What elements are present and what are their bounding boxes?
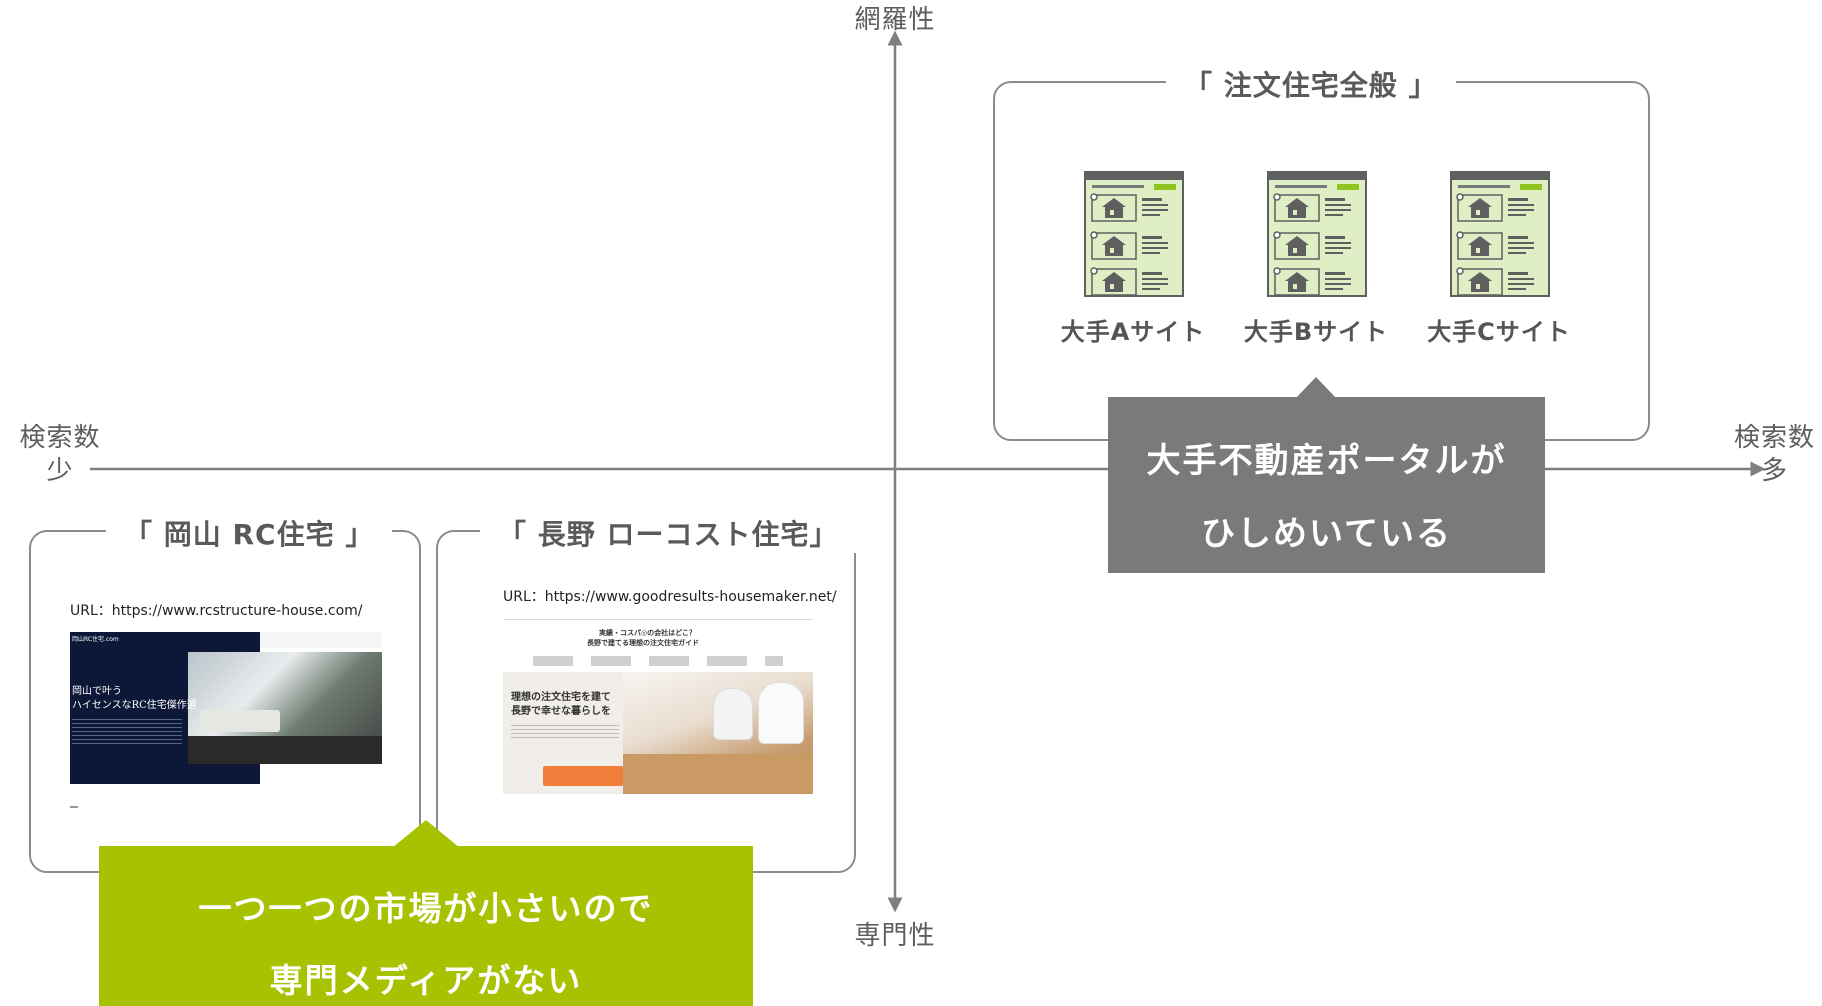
nagano-url: URL：https://www.goodresults-housemaker.n…: [503, 589, 837, 605]
okayama-screenshot-heading2: ハイセンスなRC住宅傑作選: [72, 700, 197, 711]
axis-label-bottom: 専門性: [854, 921, 936, 951]
okayama-screenshot-brand: 岡山RC住宅.com: [72, 636, 119, 643]
general-housing-title: 「 注文住宅全般 」: [1166, 64, 1456, 104]
portal-callout: 大手不動産ポータルが ひしめいている: [1108, 397, 1545, 573]
okayama-rc-title: 「 岡山 RC住宅 」: [106, 513, 393, 553]
niche-callout-line1: 一つ一つの市場が小さいので: [198, 889, 654, 928]
niche-callout: 一つ一つの市場が小さいので 専門メディアがない: [99, 846, 753, 1006]
nagano-screenshot-person2: [758, 682, 804, 744]
axis-label-top: 網羅性: [854, 5, 936, 35]
okayama-screenshot-footer-mark: [70, 806, 78, 808]
portal-site-icon-a: [1084, 171, 1184, 297]
okayama-screenshot-body-text: [72, 716, 182, 744]
site-label-b: 大手Bサイト: [1243, 318, 1389, 346]
nagano-screenshot-heading2: 長野で幸せな暮らしを: [511, 706, 611, 717]
nagano-site-screenshot: 実績・コスパ◎の会社はどこ？ 長野で建てる理想の注文住宅ガイド 理想の注文住宅を…: [503, 624, 813, 794]
okayama-screenshot-floor: [188, 736, 382, 764]
site-label-c: 大手Cサイト: [1427, 318, 1571, 346]
nagano-screenshot-top1: 実績・コスパ◎の会社はどこ？: [599, 629, 696, 637]
nagano-screenshot-person1: [713, 688, 753, 740]
portal-callout-pointer: [1295, 377, 1337, 399]
nagano-screenshot-cta-button: [543, 766, 623, 786]
nagano-divider: [503, 619, 813, 620]
nagano-screenshot-body-text: [511, 722, 619, 738]
axis-label-right-line1: 検索数: [1733, 423, 1815, 453]
niche-callout-line2: 専門メディアがない: [269, 961, 583, 1000]
nagano-lowcost-title: 「 長野 ローコスト住宅」: [480, 513, 857, 553]
okayama-screenshot-heading1: 岡山で叶う: [72, 686, 122, 697]
axis-label-left: 検索数 少: [10, 422, 110, 488]
nagano-screenshot-top2: 長野で建てる理想の注文住宅ガイド: [587, 639, 699, 647]
axis-label-right: 検索数 多: [1727, 422, 1822, 488]
portal-site-icon-b: [1267, 171, 1367, 297]
nagano-screenshot-menu: [533, 656, 783, 666]
site-label-a: 大手Aサイト: [1060, 318, 1206, 346]
portal-callout-line2: ひしめいている: [1201, 514, 1452, 554]
portal-callout-line1: 大手不動産ポータルが: [1146, 441, 1507, 481]
okayama-site-screenshot: 岡山RC住宅.com 岡山で叶う ハイセンスなRC住宅傑作選: [70, 632, 382, 784]
axis-label-left-line2: 少: [46, 456, 74, 486]
portal-site-icon-c: [1450, 171, 1550, 297]
nagano-screenshot-table: [623, 754, 813, 794]
axis-label-right-line2: 多: [1760, 456, 1788, 486]
axis-label-left-line1: 検索数: [19, 423, 101, 453]
nagano-screenshot-heading1: 理想の注文住宅を建て: [511, 692, 611, 703]
okayama-screenshot-sofa: [200, 710, 280, 732]
okayama-url: URL：https://www.rcstructure-house.com/: [70, 603, 363, 619]
niche-callout-pointer: [392, 820, 460, 848]
